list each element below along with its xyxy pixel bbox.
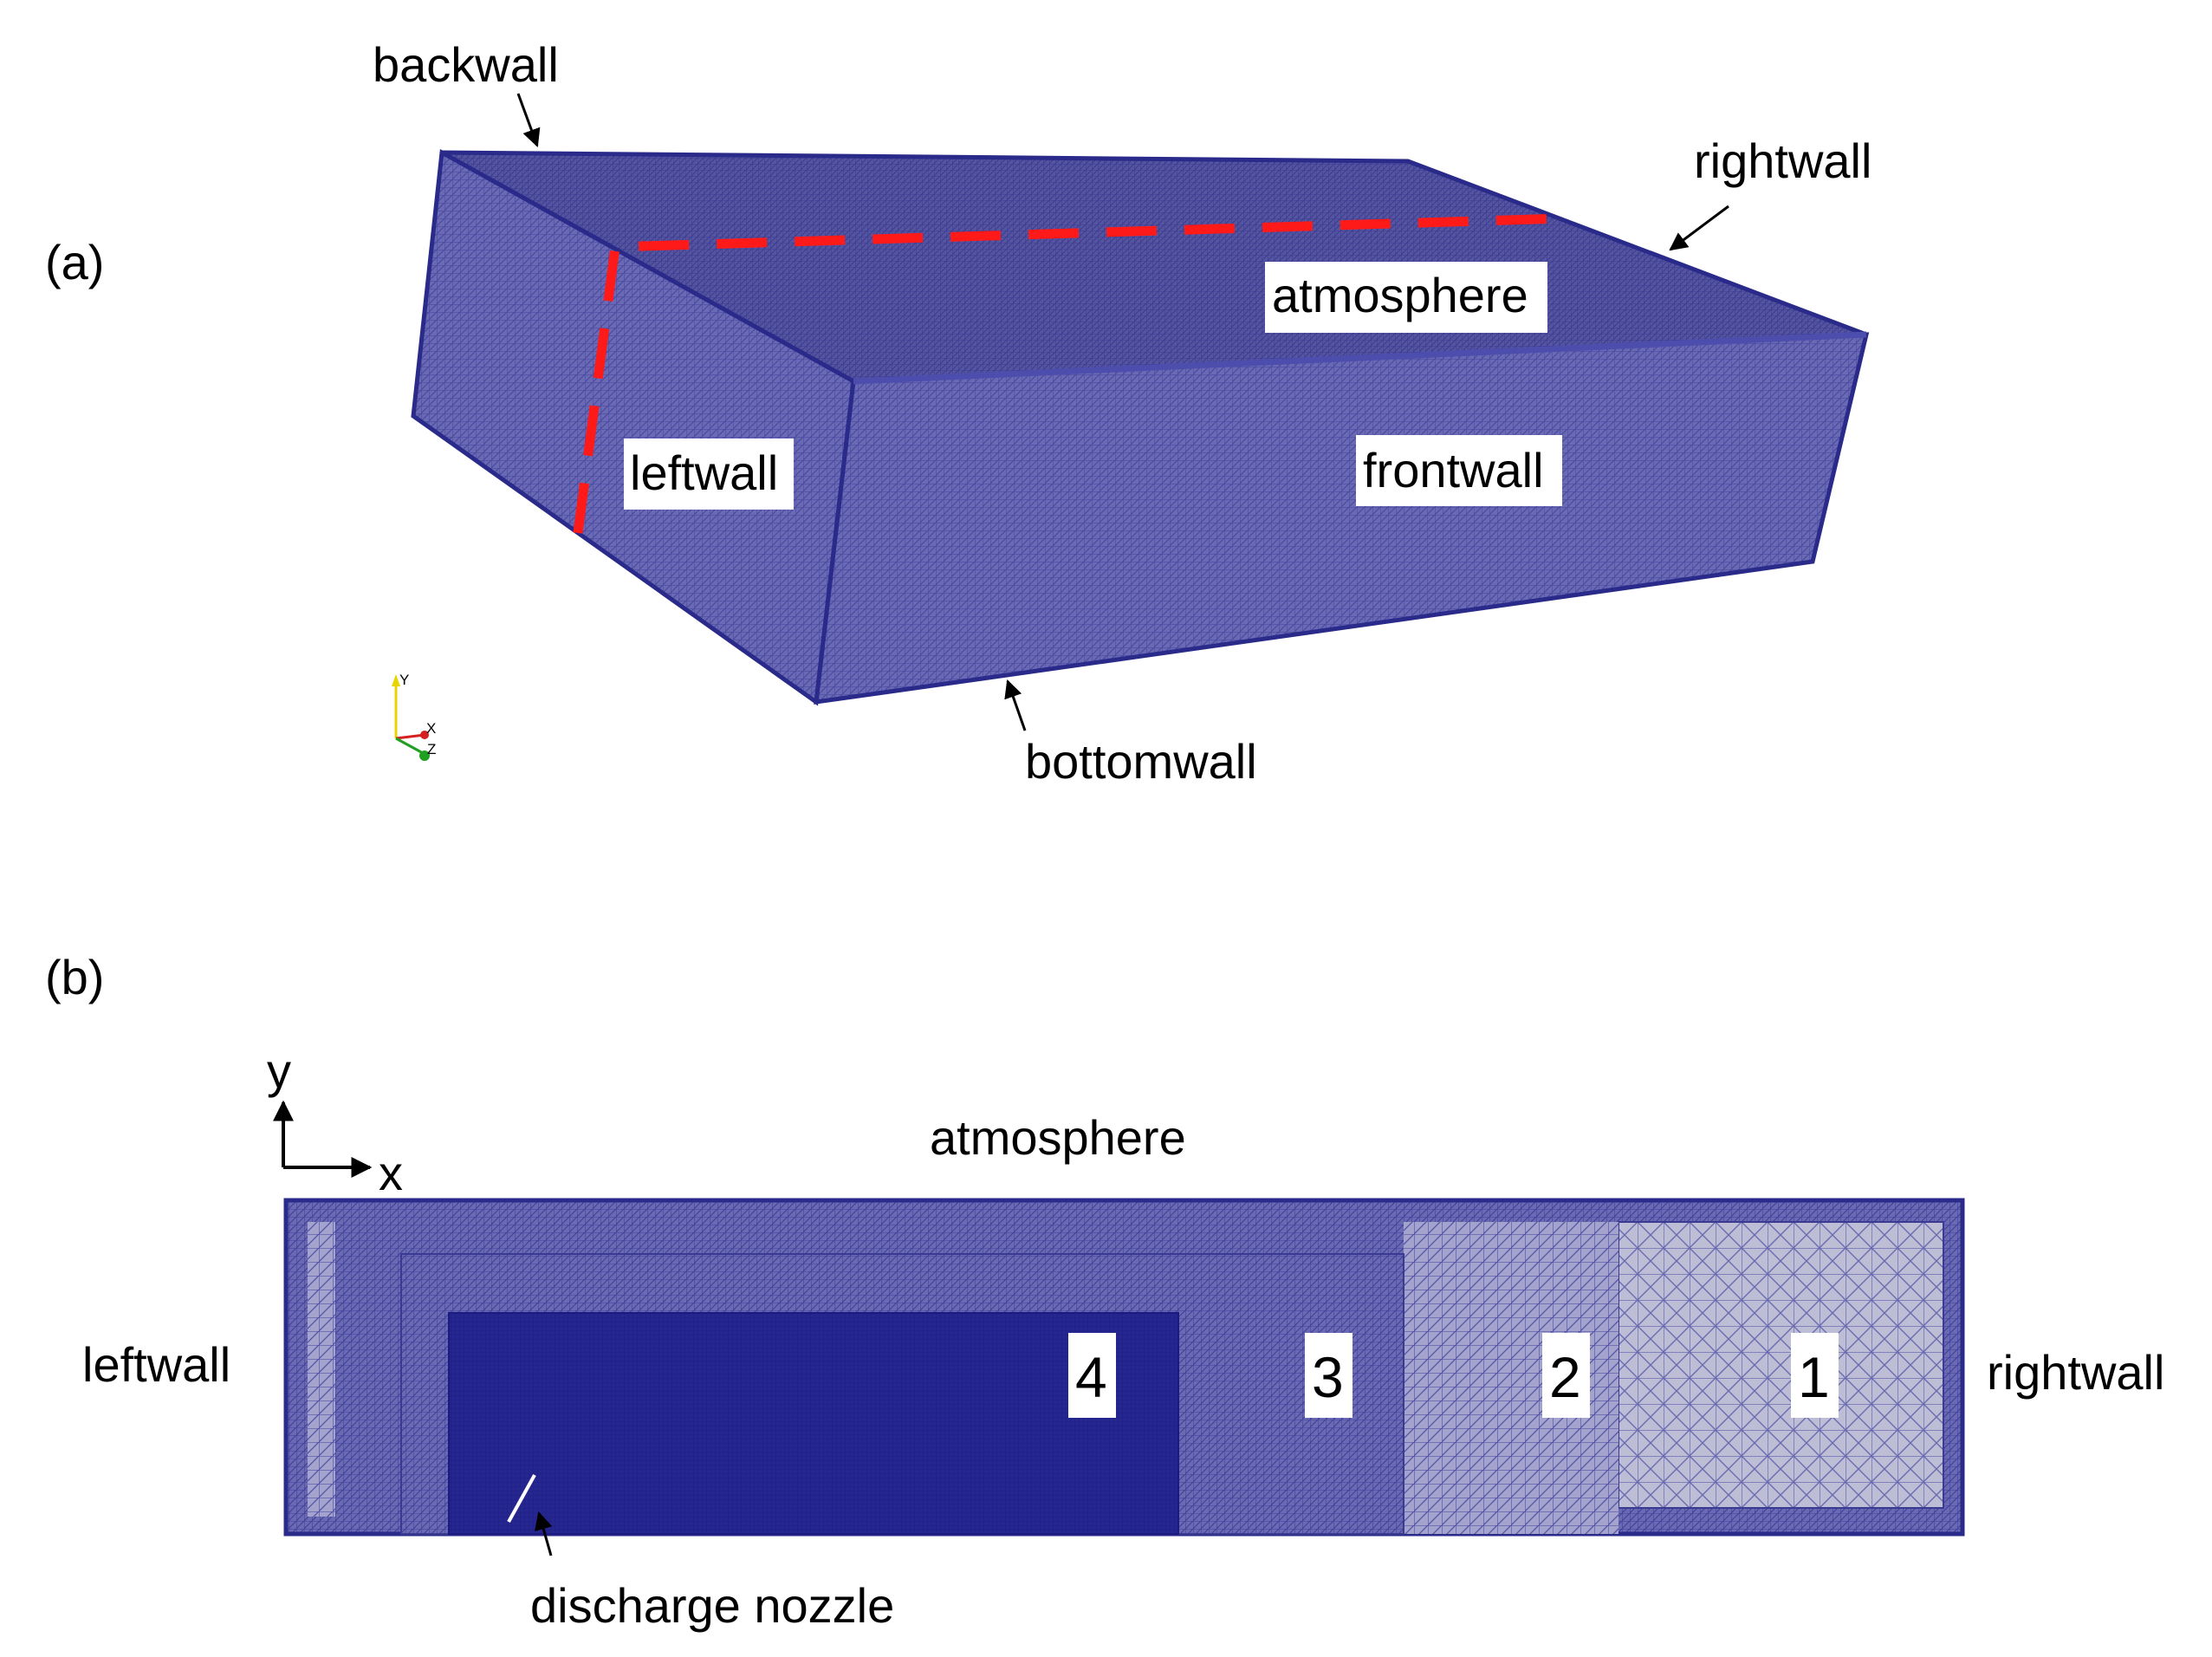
pointer-bottomwall: [1004, 679, 1027, 731]
triad-x-label: X: [426, 720, 436, 737]
zone-label-2: 2: [1542, 1333, 1590, 1418]
axis-y-label: y: [267, 1043, 291, 1098]
front-face-frontwall: [814, 332, 1870, 705]
label-atmosphere-a: atmosphere: [1265, 262, 1547, 333]
label-rightwall-b: rightwall: [1987, 1345, 2164, 1400]
svg-text:frontwall: frontwall: [1363, 443, 1544, 497]
mesh-left-strip: [308, 1222, 335, 1517]
svg-text:1: 1: [1798, 1345, 1830, 1409]
mesh-zone-4-region: [448, 1312, 1179, 1535]
label-atmosphere-b: atmosphere: [930, 1110, 1186, 1165]
svg-text:2: 2: [1549, 1345, 1581, 1409]
axis-x-label: x: [379, 1146, 403, 1200]
svg-text:4: 4: [1075, 1345, 1107, 1409]
box-edge-highlight: [853, 331, 1867, 385]
panel-b: (b) y x atmosphere leftwall rightwall 4: [45, 950, 2164, 1633]
label-bottomwall: bottomwall: [1025, 734, 1257, 789]
zone-label-3: 3: [1305, 1333, 1352, 1418]
label-frontwall-a: frontwall: [1356, 435, 1562, 506]
triad-z-label: Z: [427, 741, 436, 757]
mesh-section-2d: [283, 1198, 1965, 1537]
zone-label-1: 1: [1791, 1333, 1839, 1418]
svg-text:atmosphere: atmosphere: [1272, 268, 1528, 322]
zone-label-4: 4: [1068, 1333, 1116, 1418]
pointer-rightwall: [1669, 205, 1729, 251]
pointer-backwall: [516, 93, 541, 147]
label-discharge-nozzle: discharge nozzle: [530, 1578, 894, 1633]
cut-plane-trace: [573, 213, 1565, 534]
label-backwall: backwall: [373, 37, 559, 92]
panel-b-label: (b): [45, 950, 104, 1004]
label-leftwall-b: leftwall: [82, 1337, 230, 1392]
label-leftwall-a: leftwall: [624, 439, 794, 510]
axis-indicator: y x: [267, 1043, 403, 1200]
svg-text:3: 3: [1312, 1345, 1344, 1409]
panel-a: (a) atmosphere leftwall frontwall backwa…: [45, 37, 1871, 789]
svg-text:leftwall: leftwall: [630, 445, 778, 500]
pointer-discharge-nozzle: [535, 1511, 553, 1556]
orientation-triad: Y X Z: [392, 672, 436, 761]
triad-y-label: Y: [399, 672, 409, 688]
mesh-box-3d: [411, 148, 1870, 706]
label-rightwall-a: rightwall: [1694, 133, 1871, 188]
mesh-zone-1-region: [1618, 1221, 1944, 1509]
panel-a-label: (a): [45, 235, 104, 289]
nozzle-line: [507, 1474, 536, 1523]
